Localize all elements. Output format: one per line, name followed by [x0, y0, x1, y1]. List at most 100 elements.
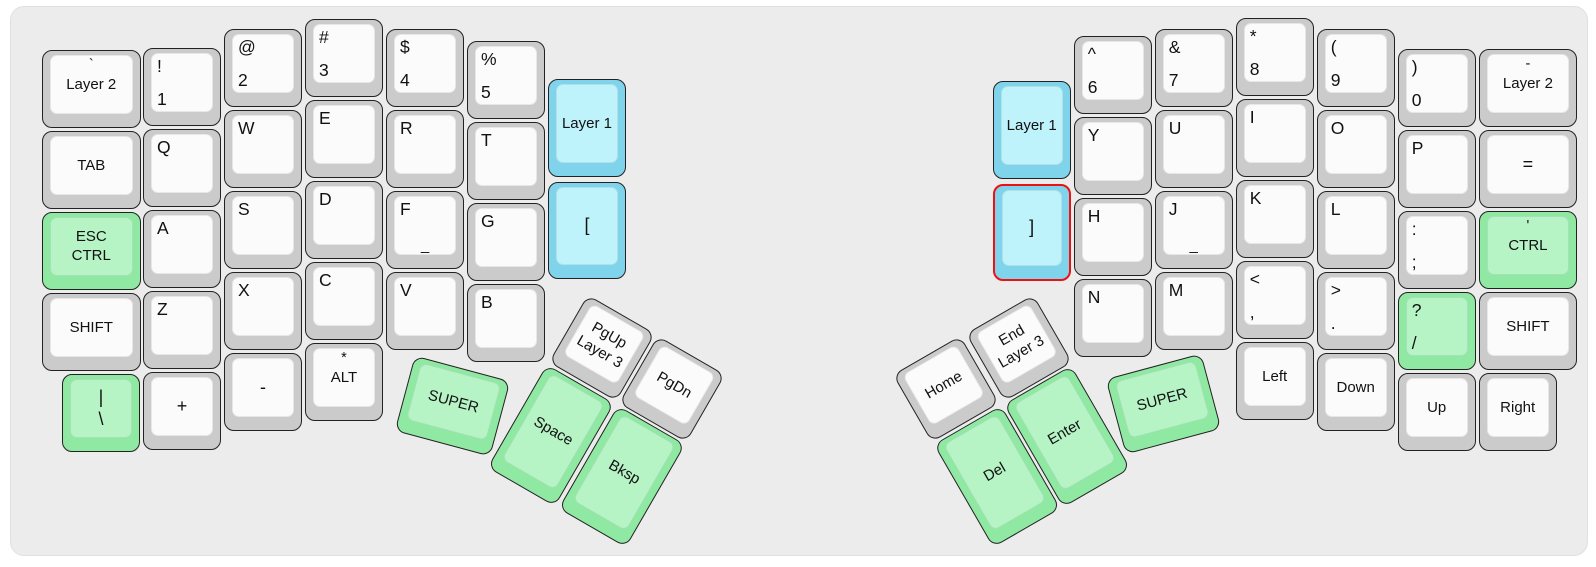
key-s[interactable]: S — [224, 191, 302, 269]
key-e[interactable]: E — [305, 100, 383, 178]
key-legend: [ — [557, 188, 617, 265]
key-label: [ — [584, 215, 590, 236]
key-layer1-right[interactable]: Layer 1 — [992, 81, 1071, 179]
key-label: - — [260, 377, 266, 398]
key-amp-7[interactable]: &7 — [1154, 29, 1233, 107]
key-label: T — [481, 130, 492, 150]
key-paren-0[interactable]: )0 — [1397, 49, 1476, 127]
key-legend: V — [395, 278, 455, 335]
key-label: ) — [1411, 57, 1418, 77]
key-super-left[interactable]: SUPER — [394, 355, 510, 457]
key-p[interactable]: P — [1397, 130, 1476, 208]
key-shift-left[interactable]: SHIFT — [42, 293, 141, 371]
key-label: ESC — [75, 228, 107, 246]
key-greater-period[interactable]: >. — [1316, 272, 1395, 350]
key-q[interactable]: Q — [143, 129, 221, 207]
key-label: Enter — [1044, 415, 1085, 448]
key-w[interactable]: W — [224, 110, 302, 188]
key-quote-ctrl[interactable]: 'CTRL — [1478, 211, 1578, 289]
keytop: :; — [1405, 216, 1468, 275]
key-u[interactable]: U — [1154, 110, 1233, 188]
key-a[interactable]: A — [143, 210, 221, 288]
key-label: X — [238, 280, 250, 300]
key-legend: F — [395, 197, 455, 254]
key-x[interactable]: X — [224, 272, 302, 350]
key-label: 0 — [1411, 89, 1422, 110]
key-c[interactable]: C — [305, 262, 383, 340]
keytop: P — [1405, 135, 1468, 194]
key-label: 1 — [157, 88, 167, 109]
key-minus-layer2[interactable]: -Layer 2 — [1478, 49, 1578, 127]
key-legend: &7 — [1164, 35, 1224, 92]
keytop: + — [151, 377, 213, 436]
keytop: Down — [1324, 358, 1387, 417]
key-l[interactable]: L — [1316, 191, 1395, 269]
key-r[interactable]: R — [386, 110, 464, 188]
key-asterisk-alt[interactable]: *ALT — [305, 343, 383, 421]
key-z[interactable]: Z — [143, 291, 221, 369]
key-f[interactable]: F_ — [386, 191, 464, 269]
key-label: $ — [400, 37, 410, 57]
key-t[interactable]: T — [467, 122, 545, 200]
keytop: Q — [151, 134, 213, 193]
key-caret-6[interactable]: ^6 — [1073, 36, 1152, 114]
key-colon-semicolon[interactable]: :; — [1397, 211, 1476, 289]
key-i[interactable]: I — [1235, 99, 1314, 177]
key-hash-3[interactable]: #3 — [305, 19, 383, 97]
key-legend: S — [233, 197, 293, 254]
key-minus[interactable]: - — [224, 353, 302, 431]
key-label: 8 — [1249, 58, 1260, 79]
key-n[interactable]: N — [1073, 279, 1152, 357]
key-g[interactable]: G — [467, 203, 545, 281]
key-legend: O — [1326, 116, 1386, 173]
key-excl-1[interactable]: !1 — [143, 48, 221, 126]
key-h[interactable]: H — [1073, 198, 1152, 276]
key-legend: M — [1164, 278, 1224, 335]
key-right-arrow[interactable]: Right — [1478, 373, 1557, 451]
key-legend: :; — [1407, 217, 1467, 274]
key-question-slash[interactable]: ?/ — [1397, 292, 1476, 370]
key-dollar-4[interactable]: $4 — [386, 29, 464, 107]
key-less-comma[interactable]: <, — [1235, 261, 1314, 339]
key-left-arrow[interactable]: Left — [1235, 342, 1314, 420]
key-b[interactable]: B — [467, 284, 545, 362]
key-y[interactable]: Y — [1073, 117, 1152, 195]
key-label: SHIFT — [1506, 317, 1550, 335]
key-at-2[interactable]: @2 — [224, 29, 302, 107]
key-v[interactable]: V — [386, 272, 464, 350]
key-pipe-backslash[interactable]: |\ — [62, 374, 140, 452]
key-plus[interactable]: + — [143, 372, 221, 450]
key-down-arrow[interactable]: Down — [1316, 353, 1395, 431]
key-m[interactable]: M — [1154, 272, 1233, 350]
key-label: V — [400, 280, 412, 300]
keytop: X — [232, 277, 294, 336]
key-legend: R — [395, 116, 455, 173]
key-rbracket[interactable]: ] — [992, 183, 1071, 281]
key-k[interactable]: K — [1235, 180, 1314, 258]
keytop: |\ — [70, 379, 132, 438]
key-legend: K — [1245, 186, 1305, 243]
key-grave-layer2[interactable]: `Layer 2 — [42, 50, 141, 128]
key-label: 5 — [481, 81, 491, 102]
key-j[interactable]: J_ — [1154, 191, 1233, 269]
key-layer1-left[interactable]: Layer 1 — [548, 79, 626, 177]
key-equals[interactable]: = — [1478, 130, 1578, 208]
keytop: F_ — [394, 196, 456, 255]
keytop: @2 — [232, 34, 294, 93]
key-tab[interactable]: TAB — [42, 131, 141, 209]
key-super-right[interactable]: SUPER — [1105, 353, 1221, 455]
keytop: = — [1486, 135, 1570, 194]
key-percent-5[interactable]: %5 — [467, 41, 545, 119]
key-label: F — [400, 199, 411, 219]
key-up-arrow[interactable]: Up — [1397, 373, 1476, 451]
key-lbracket[interactable]: [ — [548, 181, 626, 279]
key-label: B — [481, 292, 493, 312]
key-paren-9[interactable]: (9 — [1316, 29, 1395, 107]
keytop: 'CTRL — [1486, 216, 1570, 275]
key-asterisk-8[interactable]: *8 — [1235, 18, 1314, 96]
key-shift-right[interactable]: SHIFT — [1478, 292, 1578, 370]
key-d[interactable]: D — [305, 181, 383, 259]
key-o[interactable]: O — [1316, 110, 1395, 188]
